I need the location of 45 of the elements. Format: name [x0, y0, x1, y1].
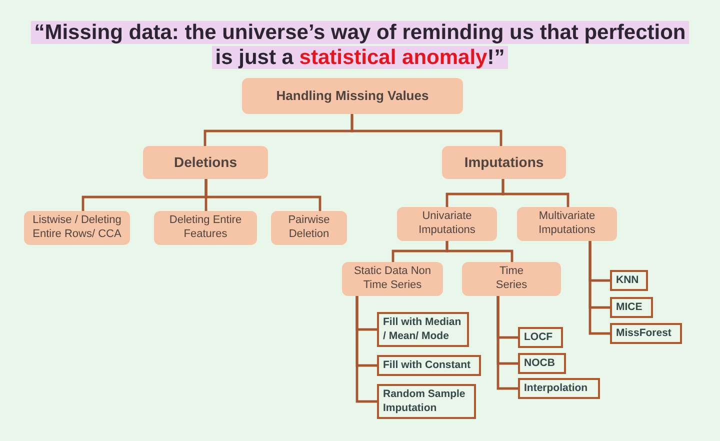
node-label: Handling Missing Values — [276, 88, 429, 104]
node-label: Univariate Imputations — [418, 210, 476, 238]
connector-line — [356, 296, 377, 403]
node-label: Static Data Non Time Series — [352, 265, 432, 293]
method-box — [377, 312, 469, 347]
node-label: Fill with Median / Mean/ Mode — [383, 316, 462, 343]
node-label: Deleting Entire Features — [168, 214, 243, 242]
method-box — [518, 353, 566, 374]
node-label: Imputations — [464, 154, 544, 172]
node-label: Pairwise Deletion — [287, 214, 331, 242]
category-box — [462, 262, 561, 296]
node-label: Multivariate Imputations — [538, 210, 596, 238]
node-label: Random Sample Imputation — [383, 388, 466, 415]
category-box — [271, 211, 347, 245]
node-label: Interpolation — [524, 382, 588, 396]
category-box — [242, 78, 463, 114]
method-box — [377, 355, 481, 376]
connector-line — [496, 296, 518, 390]
category-box — [24, 211, 130, 245]
method-box — [377, 384, 476, 419]
category-box — [517, 207, 617, 241]
node-label: MissForest — [616, 326, 672, 340]
node-label: MICE — [616, 300, 642, 314]
node-label: Deletions — [174, 154, 237, 172]
connector-line — [350, 114, 502, 146]
method-box — [518, 327, 563, 348]
category-box — [342, 262, 443, 296]
connector-line — [588, 241, 610, 335]
node-label: LOCF — [524, 330, 553, 344]
connector-line — [446, 241, 514, 262]
connector-line — [204, 179, 322, 211]
node-label: Listwise / Deleting Entire Rows/ CCA — [32, 214, 122, 242]
category-box — [442, 146, 566, 179]
method-box — [610, 270, 648, 291]
category-box — [143, 146, 268, 179]
method-box — [610, 297, 653, 318]
method-box — [518, 378, 600, 399]
category-box — [397, 207, 497, 241]
node-label: Fill with Constant — [383, 358, 470, 372]
node-label: NOCB — [524, 356, 555, 370]
node-label: KNN — [616, 274, 639, 288]
connector-line — [502, 179, 570, 207]
category-box — [154, 211, 257, 245]
method-box — [610, 323, 682, 344]
node-label: Time Series — [494, 265, 528, 293]
